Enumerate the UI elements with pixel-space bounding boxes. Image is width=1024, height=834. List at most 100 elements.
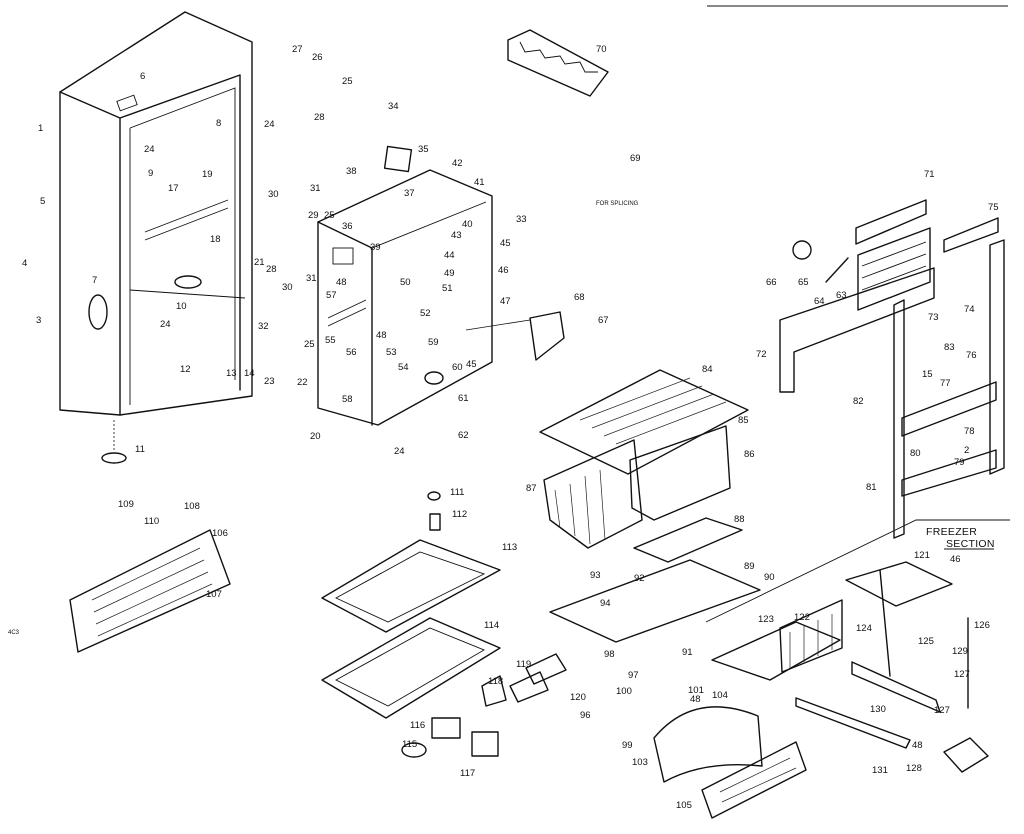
- callout: 127: [934, 705, 950, 716]
- callout: 22: [297, 377, 308, 388]
- callout: 83: [944, 342, 955, 353]
- callout: 42: [452, 158, 463, 169]
- callout: 30: [268, 189, 279, 200]
- callout: 27: [292, 44, 303, 55]
- callout: 107: [206, 589, 222, 600]
- callout: 67: [598, 315, 609, 326]
- callout: 130: [870, 704, 886, 715]
- callout: 46: [950, 554, 961, 565]
- freezer-section-parts: [653, 519, 1010, 819]
- callout: 25: [304, 339, 315, 350]
- callout: 52: [420, 308, 431, 319]
- callout: 8: [216, 118, 221, 129]
- callout: 100: [616, 686, 632, 697]
- callout: 24: [264, 119, 275, 130]
- callout: 54: [398, 362, 409, 373]
- callout: 118: [488, 676, 503, 687]
- callout: 101: [688, 685, 704, 696]
- callout: 47: [500, 296, 511, 307]
- callout: 34: [388, 101, 399, 112]
- callout: 48: [690, 694, 701, 705]
- callout: 70: [596, 44, 607, 55]
- callout: 48: [912, 740, 923, 751]
- ice-tray: [507, 29, 609, 97]
- callout: 21: [254, 257, 265, 268]
- callout: 57: [326, 290, 337, 301]
- callout: 63: [836, 290, 847, 301]
- callout: 125: [918, 636, 934, 647]
- callout: 80: [910, 448, 921, 459]
- callout: 5: [40, 196, 45, 207]
- callout: 32: [258, 321, 269, 332]
- margin-mark: 4C3: [8, 630, 20, 636]
- callout: 124: [856, 623, 872, 634]
- callout: 71: [924, 169, 935, 180]
- callout: 48: [376, 330, 387, 341]
- callout: 99: [622, 740, 633, 751]
- callout: 98: [604, 649, 615, 660]
- callout: 19: [202, 169, 213, 180]
- callout: 61: [458, 393, 469, 404]
- callout: 78: [964, 426, 975, 437]
- callout: 7: [92, 275, 97, 286]
- callout: 2: [964, 445, 969, 456]
- callout: 38: [346, 166, 357, 177]
- frames-and-pans: [69, 529, 501, 719]
- callout: 120: [570, 692, 586, 703]
- callout: 84: [702, 364, 713, 375]
- callout: 36: [342, 221, 353, 232]
- callout: 46: [498, 265, 509, 276]
- callout: 43: [451, 230, 462, 241]
- callout: 79: [954, 457, 965, 468]
- callout: 62: [458, 430, 469, 441]
- leveling-foot: [101, 420, 127, 464]
- callout: 29: [308, 210, 319, 221]
- callout: 37: [404, 188, 415, 199]
- callout: 40: [462, 219, 473, 230]
- callout: 24: [144, 144, 155, 155]
- callout: 103: [632, 757, 648, 768]
- cabinet-shell: [59, 11, 253, 416]
- callout: 49: [444, 268, 455, 279]
- callout: 113: [502, 542, 517, 553]
- callout: 110: [144, 516, 159, 527]
- splicing-note: FOR SPLICING: [596, 201, 639, 207]
- callout: 97: [628, 670, 639, 681]
- callout: 94: [600, 598, 611, 609]
- callout: 89: [744, 561, 755, 572]
- callout: 58: [342, 394, 353, 405]
- callout: 1: [38, 123, 43, 134]
- freezer-liner-panels: [779, 199, 1005, 539]
- callout: 129: [952, 646, 968, 657]
- callout: 88: [734, 514, 745, 525]
- callout: 24: [160, 319, 171, 330]
- hardware-parts: [401, 311, 567, 758]
- callout: 35: [418, 144, 429, 155]
- callout: 72: [756, 349, 767, 360]
- callout: 51: [442, 283, 453, 294]
- callout: 112: [452, 509, 467, 520]
- callout: 76: [966, 350, 977, 361]
- callout-labels: 27 26 25 6 8 24 28 1 5 9 17 19 24 30 31 …: [22, 44, 999, 811]
- callout: 119: [516, 659, 531, 670]
- callout: 114: [484, 620, 499, 631]
- callout: 73: [928, 312, 939, 323]
- callout: 44: [444, 250, 455, 261]
- callout: 126: [974, 620, 990, 631]
- callout: 26: [312, 52, 323, 63]
- callout: 6: [140, 71, 145, 82]
- callout: 111: [450, 487, 464, 498]
- callout: 104: [712, 690, 728, 701]
- shelf-assembly: [539, 369, 761, 643]
- callout: 4: [22, 258, 27, 269]
- callout: 13: [226, 368, 237, 379]
- callout: 28: [266, 264, 277, 275]
- callout: 20: [310, 431, 321, 442]
- callout: 86: [744, 449, 755, 460]
- callout: 108: [184, 501, 200, 512]
- callout: 56: [346, 347, 357, 358]
- callout: 90: [764, 572, 775, 583]
- callout: 74: [964, 304, 975, 315]
- callout: 48: [336, 277, 347, 288]
- callout: 60: [452, 362, 463, 373]
